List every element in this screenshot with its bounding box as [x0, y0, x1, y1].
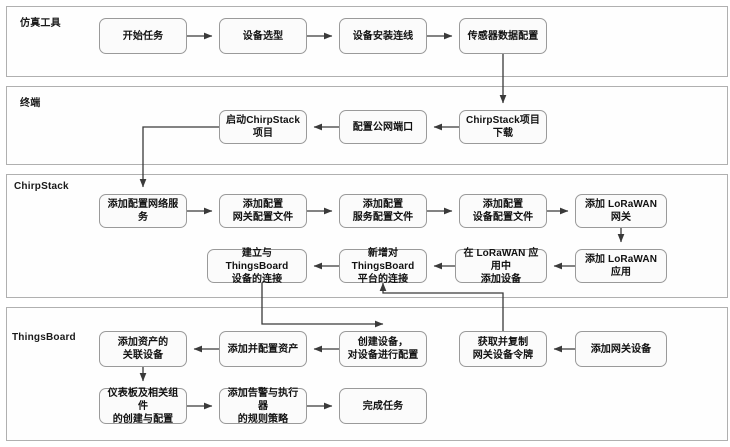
- n-sensor-config[interactable]: 传感器数据配置: [459, 18, 547, 54]
- node-label: 创建设备， 对设备进行配置: [347, 337, 419, 361]
- node-label: 启动ChirpStack项目: [226, 115, 300, 139]
- node-label: 建立与ThingsBoard 设备的连接: [225, 247, 289, 285]
- lane-label-chirpstack: ChirpStack: [14, 181, 69, 192]
- node-label: 传感器数据配置: [467, 30, 539, 42]
- n-service-config-file[interactable]: 添加配置 服务配置文件: [339, 194, 427, 228]
- node-label: 添加配置 设备配置文件: [472, 199, 534, 223]
- n-finish-task[interactable]: 完成任务: [339, 388, 427, 424]
- node-label: 开始任务: [122, 30, 164, 42]
- n-create-device[interactable]: 创建设备， 对设备进行配置: [339, 331, 427, 367]
- node-label: 添加 LoRaWAN 网关: [584, 199, 658, 223]
- lane-label-thingsboard: ThingsBoard: [12, 332, 76, 343]
- node-label: 完成任务: [362, 400, 404, 412]
- n-device-selection[interactable]: 设备选型: [219, 18, 307, 54]
- n-add-gateway-device[interactable]: 添加网关设备: [575, 331, 667, 367]
- lane-label-terminal: 终端: [20, 98, 41, 109]
- node-label: 添加网关设备: [590, 343, 652, 355]
- n-asset-linked-device[interactable]: 添加资产的 关联设备: [99, 331, 187, 367]
- n-dashboard-create[interactable]: 仪表板及相关组件 的创建与配置: [99, 387, 187, 425]
- node-label: 添加 LoRaWAN 应用: [584, 254, 658, 278]
- lane-label-simulation: 仿真工具: [20, 18, 61, 29]
- n-alarm-rule-policy[interactable]: 添加告警与执行器 的规则策略: [219, 387, 307, 425]
- n-add-config-asset[interactable]: 添加并配置资产: [219, 331, 307, 367]
- n-copy-gateway-token[interactable]: 获取并复制 网关设备令牌: [459, 331, 547, 367]
- node-label: 设备选型: [242, 30, 284, 42]
- n-add-device-in-app[interactable]: 在 LoRaWAN 应用中 添加设备: [455, 247, 547, 285]
- n-start-chirpstack[interactable]: 启动ChirpStack项目: [219, 110, 307, 144]
- n-gateway-config-file[interactable]: 添加配置 网关配置文件: [219, 194, 307, 228]
- node-label: 在 LoRaWAN 应用中 添加设备: [463, 247, 539, 285]
- n-add-tb-platform-conn[interactable]: 新增对ThingsBoard 平台的连接: [339, 247, 427, 285]
- node-label: 设备安装连线: [352, 30, 414, 42]
- node-label: ChirpStack项目下载: [466, 115, 540, 139]
- n-chirpstack-download[interactable]: ChirpStack项目下载: [459, 110, 547, 144]
- node-label: 添加配置网络服务: [107, 199, 179, 223]
- n-start-task[interactable]: 开始任务: [99, 18, 187, 54]
- node-label: 配置公网端口: [352, 121, 414, 133]
- node-label: 添加告警与执行器 的规则策略: [227, 387, 299, 425]
- n-device-config-file[interactable]: 添加配置 设备配置文件: [459, 194, 547, 228]
- node-label: 新增对ThingsBoard 平台的连接: [351, 247, 415, 285]
- n-add-lorawan-gateway[interactable]: 添加 LoRaWAN 网关: [575, 194, 667, 228]
- node-label: 添加资产的 关联设备: [117, 337, 169, 361]
- node-label: 添加配置 网关配置文件: [232, 199, 294, 223]
- node-label: 获取并复制 网关设备令牌: [472, 337, 534, 361]
- node-label: 仪表板及相关组件 的创建与配置: [107, 387, 179, 425]
- n-device-install[interactable]: 设备安装连线: [339, 18, 427, 54]
- n-build-tb-device-conn[interactable]: 建立与ThingsBoard 设备的连接: [207, 247, 307, 285]
- node-label: 添加并配置资产: [227, 343, 299, 355]
- n-add-lorawan-app[interactable]: 添加 LoRaWAN 应用: [575, 249, 667, 283]
- n-add-network-service[interactable]: 添加配置网络服务: [99, 194, 187, 228]
- n-config-public-port[interactable]: 配置公网端口: [339, 110, 427, 144]
- node-label: 添加配置 服务配置文件: [352, 199, 414, 223]
